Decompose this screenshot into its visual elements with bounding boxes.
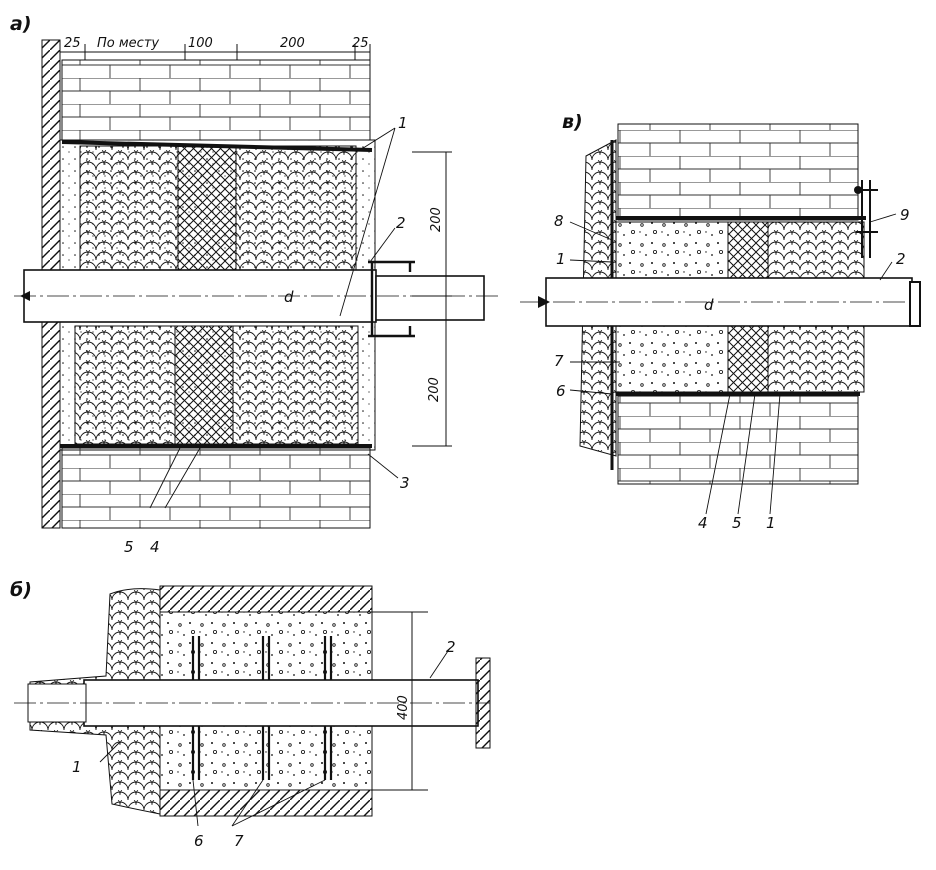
callout-2: 2 <box>396 214 406 232</box>
panel-b: б) 400 2 1 6 7 <box>10 579 491 850</box>
panel-b-label: б) <box>10 579 32 601</box>
callout-v-1a: 1 <box>556 250 566 268</box>
panel-a-top-brick <box>61 59 371 141</box>
panel-v-pipe-label: d <box>704 296 714 314</box>
callout-v-6: 6 <box>556 382 566 400</box>
panel-a-fibre-left-top <box>79 145 179 271</box>
dim-200-lower: 200 <box>427 377 442 402</box>
dim-400: 400 <box>396 695 411 720</box>
panel-a-top-dimension-line <box>59 44 371 60</box>
panel-a-bottom-brick <box>61 447 371 529</box>
panel-b-leaders <box>99 647 451 827</box>
panel-b-fill-bottom <box>159 723 373 791</box>
panel-b-ribs <box>191 636 333 780</box>
callout-5: 5 <box>124 538 134 556</box>
panel-v-fibre-top <box>767 221 865 279</box>
dim-200-top: 200 <box>280 36 305 51</box>
panel-v-fill-bottom <box>615 325 729 393</box>
callout-b-2: 2 <box>446 638 456 656</box>
panel-b-flange <box>475 657 491 749</box>
panel-a-pipe-outlet <box>375 275 485 321</box>
panel-v-label: в) <box>562 111 583 133</box>
panel-b-concrete-top <box>159 585 373 613</box>
panel-a: а) 25 По месту 100 200 25 d <box>10 13 500 556</box>
callout-b-7: 7 <box>234 832 244 850</box>
callout-3: 3 <box>400 474 410 492</box>
panel-a-fibre-right-bottom <box>232 325 359 445</box>
panel-v-bottom-brick <box>617 395 859 485</box>
dim-25-left: 25 <box>64 36 81 51</box>
panel-a-top-dimensions: 25 По месту 100 200 25 <box>64 36 369 51</box>
callout-1: 1 <box>398 114 408 132</box>
callout-v-5: 5 <box>732 514 742 532</box>
panel-a-fibre-left-bottom <box>74 325 176 445</box>
dim-200-upper: 200 <box>429 207 444 232</box>
callout-4: 4 <box>150 538 160 556</box>
panel-a-label: а) <box>10 13 32 35</box>
dim-100: 100 <box>188 36 213 51</box>
panel-v-fibre-bottom <box>767 325 865 393</box>
callout-v-4: 4 <box>698 514 708 532</box>
panel-v-top-brick <box>617 123 859 221</box>
panel-v-arrow-icon <box>538 296 550 308</box>
panel-v-bolt-icon <box>854 186 862 194</box>
panel-a-membrane-top <box>61 140 373 152</box>
panel-b-concrete-bottom <box>159 789 373 817</box>
panel-b-fill-top <box>159 611 373 683</box>
panel-v-leaders <box>569 213 897 515</box>
callout-v-7: 7 <box>554 352 564 370</box>
panel-a-mesh-bottom <box>174 325 234 445</box>
dim-po-mestu: По месту <box>97 36 159 51</box>
callout-v-8: 8 <box>554 212 564 230</box>
panel-v-mesh-bottom <box>727 325 769 393</box>
callout-v-9: 9 <box>900 206 910 224</box>
callout-b-6: 6 <box>194 832 204 850</box>
panel-v-fill-top <box>615 221 729 279</box>
panel-v: в) d 8 1 9 2 7 6 4 5 1 <box>520 111 921 532</box>
panel-a-pipe-label: d <box>284 288 294 306</box>
panel-a-flange <box>368 260 415 338</box>
callout-v-2: 2 <box>896 250 906 268</box>
panel-v-flange <box>909 281 921 327</box>
panel-v-mesh-top <box>727 221 769 279</box>
panel-a-side-dimension-line <box>412 151 452 447</box>
callout-b-1: 1 <box>72 758 82 776</box>
panel-a-leaders <box>149 127 399 509</box>
callout-v-1b: 1 <box>766 514 776 532</box>
panel-a-mesh-top <box>177 145 237 271</box>
dim-25-right: 25 <box>352 36 369 51</box>
panel-a-arrow-icon <box>20 291 30 301</box>
panel-v-clamp <box>856 180 878 258</box>
panel-a-fibre-right-top <box>235 145 357 271</box>
panel-b-dimension-line <box>372 611 428 791</box>
